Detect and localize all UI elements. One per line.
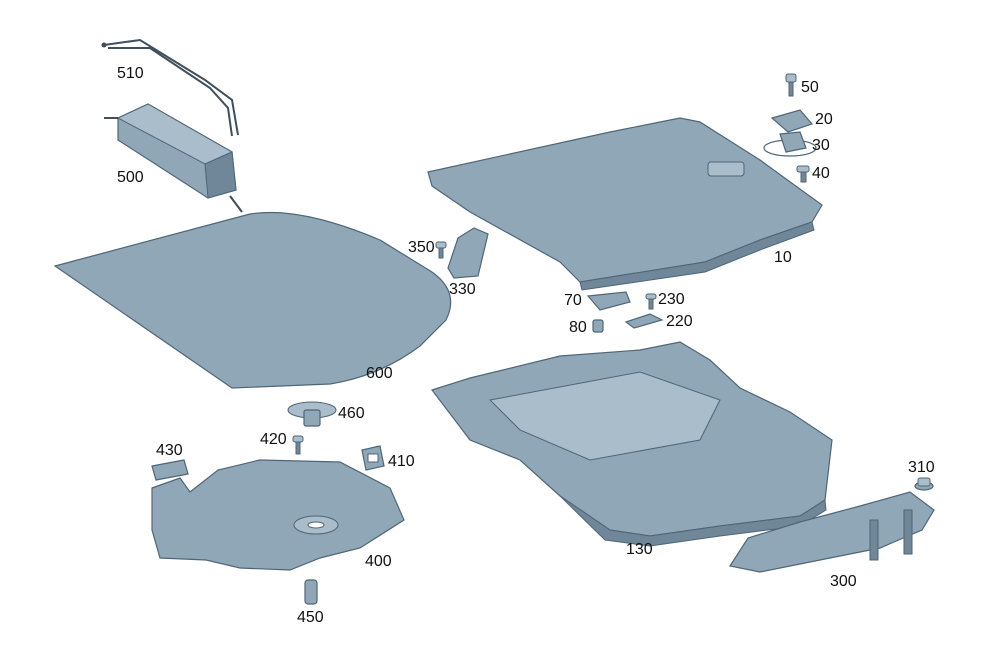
part-130-tub bbox=[431, 341, 833, 547]
part-40-screw bbox=[796, 165, 810, 183]
part-10-load-cover bbox=[427, 117, 823, 291]
part-50-bolt bbox=[785, 73, 797, 97]
part-230-screw bbox=[645, 293, 657, 310]
callout-220: 220 bbox=[666, 313, 693, 330]
part-30-latch bbox=[763, 131, 817, 157]
callout-420: 420 bbox=[260, 431, 287, 448]
part-510-strap bbox=[101, 38, 239, 137]
callout-450: 450 bbox=[297, 609, 324, 626]
callout-80: 80 bbox=[569, 319, 587, 336]
part-450-pin bbox=[304, 579, 318, 605]
part-350-screw bbox=[435, 241, 447, 259]
part-410-clip bbox=[361, 445, 385, 471]
part-330-bracket bbox=[447, 227, 489, 279]
part-310-cap bbox=[914, 477, 934, 491]
callout-500: 500 bbox=[117, 169, 144, 186]
callout-310: 310 bbox=[908, 459, 935, 476]
callout-350: 350 bbox=[408, 239, 435, 256]
callout-20: 20 bbox=[815, 111, 833, 128]
part-20-cap bbox=[770, 109, 814, 133]
part-430-pad bbox=[151, 459, 189, 481]
part-400-insert bbox=[151, 459, 405, 571]
part-80-screw bbox=[592, 319, 604, 333]
part-300-bracket bbox=[729, 491, 935, 573]
callout-30: 30 bbox=[812, 137, 830, 154]
callout-230: 230 bbox=[658, 291, 685, 308]
callout-330: 330 bbox=[449, 281, 476, 298]
callout-430: 430 bbox=[156, 442, 183, 459]
callout-300: 300 bbox=[830, 573, 857, 590]
callout-70: 70 bbox=[564, 292, 582, 309]
part-420-screw bbox=[292, 435, 304, 455]
callout-510: 510 bbox=[117, 65, 144, 82]
callout-600: 600 bbox=[366, 365, 393, 382]
part-460-nut bbox=[287, 401, 337, 427]
callout-50: 50 bbox=[801, 79, 819, 96]
callout-40: 40 bbox=[812, 165, 830, 182]
callout-400: 400 bbox=[365, 553, 392, 570]
callout-10: 10 bbox=[774, 249, 792, 266]
part-220-bracket bbox=[624, 313, 664, 329]
callout-460: 460 bbox=[338, 405, 365, 422]
callout-130: 130 bbox=[626, 541, 653, 558]
part-600-floor-panel bbox=[53, 211, 452, 389]
callout-410: 410 bbox=[388, 453, 415, 470]
part-500-box bbox=[104, 103, 243, 213]
part-70-clip bbox=[586, 291, 631, 311]
